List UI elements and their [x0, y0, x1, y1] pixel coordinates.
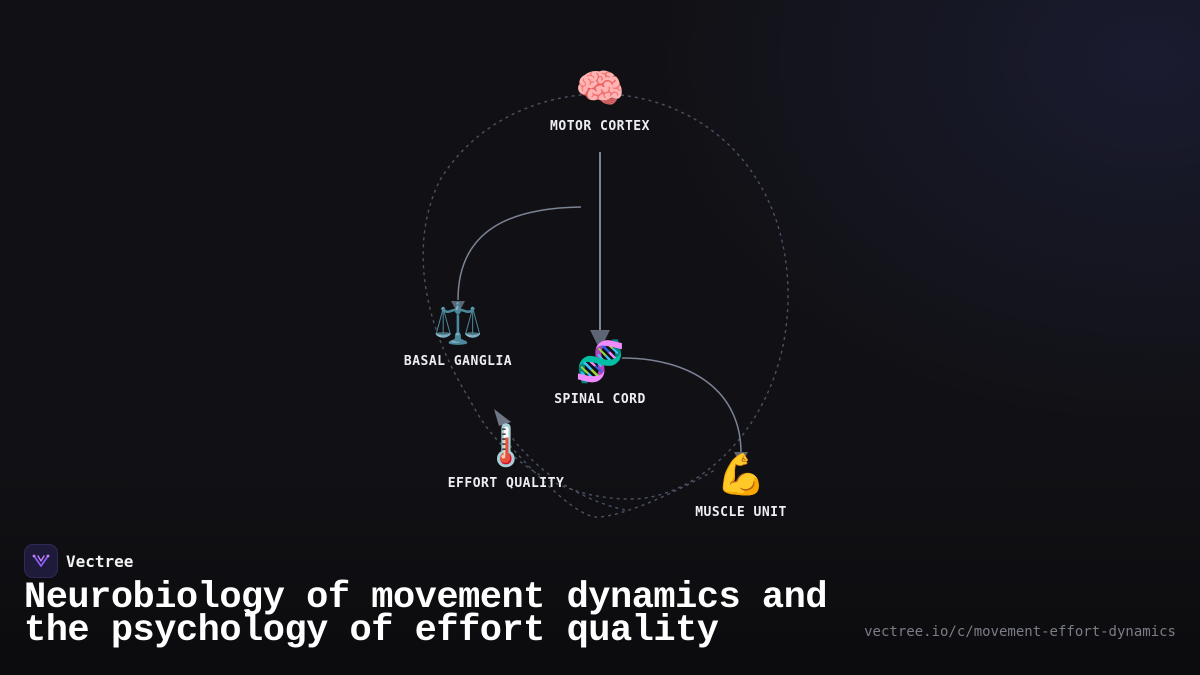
- arrowhead-muscle-unit: [734, 452, 748, 465]
- dna-icon: 🧬: [575, 339, 625, 385]
- source-url[interactable]: vectree.io/c/movement-effort-dynamics: [864, 624, 1176, 640]
- page-title: Neurobiology of movement dynamics and th…: [24, 577, 828, 652]
- arrowhead-spinal-cord: [590, 330, 610, 350]
- edge-muscle-unit-effort-quality: [499, 419, 626, 511]
- node-label-effort-quality: EFFORT QUALITY: [447, 476, 565, 491]
- node-label-muscle-unit: MUSCLE UNIT: [695, 505, 787, 520]
- node-muscle-unit: 💪 MUSCLE UNIT: [695, 451, 787, 520]
- edge-spinal-cord-muscle-unit: [621, 357, 742, 456]
- brain-icon: 🧠: [575, 66, 625, 112]
- node-effort-quality: 🌡️ EFFORT QUALITY: [448, 422, 565, 491]
- flexed-bicep-icon: 💪: [716, 452, 766, 498]
- edge-motor-cortex-basal-ganglia: [457, 206, 582, 301]
- node-label-motor-cortex: MOTOR CORTEX: [550, 119, 650, 134]
- node-spinal-cord: 🧬 SPINAL CORD: [554, 338, 646, 407]
- vectree-logo-icon: [24, 544, 58, 578]
- arrowhead-effort-quality: [494, 409, 511, 426]
- node-basal-ganglia: ⚖️ BASAL GANGLIA: [404, 300, 512, 369]
- scales-icon: ⚖️: [433, 301, 483, 347]
- node-label-spinal-cord: SPINAL CORD: [554, 392, 646, 407]
- node-label-basal-ganglia: BASAL GANGLIA: [403, 354, 513, 369]
- brand[interactable]: Vectree: [24, 544, 133, 578]
- arrowhead-basal-ganglia: [451, 301, 465, 314]
- node-motor-cortex: 🧠 MOTOR CORTEX: [550, 65, 650, 134]
- thermometer-icon: 🌡️: [481, 423, 531, 469]
- brand-name: Vectree: [66, 551, 134, 571]
